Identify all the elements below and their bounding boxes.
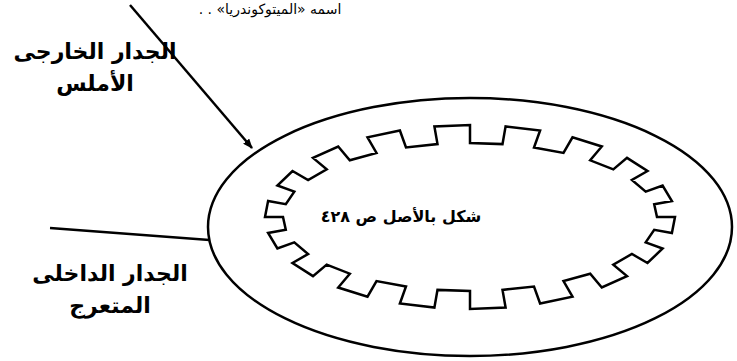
leader-arrow <box>130 5 252 148</box>
part-label: الجدار الداخلى المتعرج <box>15 258 205 322</box>
mitochondrion-outline: شكل بالأصل ص ٤٢٨ <box>206 96 734 358</box>
part-label: الجدار الخارجى الأملس <box>0 36 190 100</box>
figure-note: شكل بالأصل ص ٤٢٨ <box>321 207 482 226</box>
outer-membrane <box>208 98 732 356</box>
mitochondrion-drawing <box>206 96 734 358</box>
inner-membrane <box>265 125 675 309</box>
running-text: اسمه «الميتوكوندريا» . . <box>150 0 390 18</box>
